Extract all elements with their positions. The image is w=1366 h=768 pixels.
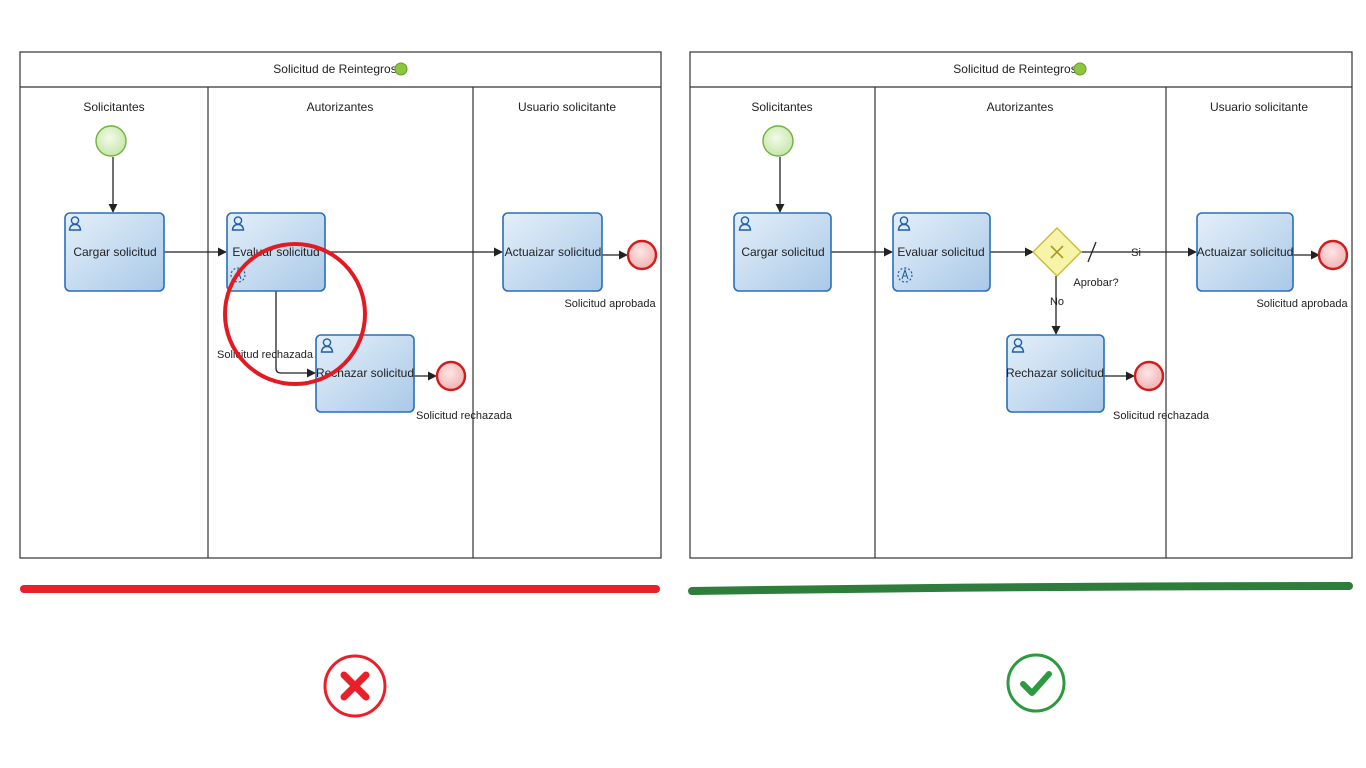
task-label: Actuaizar solicitud — [1197, 245, 1294, 259]
task-label: Cargar solicitud — [73, 245, 156, 259]
task-label: Rechazar solicitud — [1006, 366, 1104, 380]
right-pool-title: Solicitud de Reintegros — [953, 62, 1076, 76]
right-task-evaluar: Evaluar solicitud — [892, 212, 991, 292]
left-diagram: Solicitud de Reintegros Solicitantes Aut… — [19, 51, 662, 559]
right-pool-frame — [689, 51, 1353, 559]
gateway-yes-label: Si — [1131, 247, 1141, 259]
gateway-label: Aprobar? — [1073, 277, 1118, 289]
left-task-evaluar: Evaluar solicitud — [226, 212, 326, 292]
right-end-label-aprobada: Solicitud aprobada — [1256, 298, 1348, 310]
right-task-rechazar: Rechazar solicitud — [1006, 334, 1105, 413]
left-end-label-aprobada: Solicitud aprobada — [564, 298, 656, 310]
status-dot-icon — [1073, 62, 1087, 76]
left-task-actualizar: Actuaizar solicitud — [502, 212, 603, 292]
left-end-label-rechazada: Solicitud rechazada — [416, 410, 513, 422]
right-lane-title-solicitantes: Solicitantes — [751, 100, 812, 114]
left-start-event — [95, 125, 127, 157]
check-icon — [1006, 653, 1066, 713]
task-label: Actuaizar solicitud — [505, 245, 602, 259]
right-start-event — [762, 125, 794, 157]
left-pool-frame — [19, 51, 662, 559]
status-dot-icon — [394, 62, 408, 76]
left-flow-rechazada — [275, 291, 316, 378]
right-lane-title-autorizantes: Autorizantes — [987, 100, 1054, 114]
right-diagram: Solicitud de Reintegros Solicitantes Aut… — [689, 51, 1353, 559]
left-task-cargar: Cargar solicitud — [64, 212, 165, 292]
right-task-cargar: Cargar solicitud — [733, 212, 832, 292]
exclusive-gateway — [1032, 227, 1082, 277]
error-highlight-circle — [223, 242, 367, 386]
left-lane-title-autorizantes: Autorizantes — [307, 100, 374, 114]
cross-icon — [323, 654, 387, 718]
task-label: Cargar solicitud — [741, 245, 824, 259]
left-end-event-aprobada — [626, 239, 658, 271]
right-task-actualizar: Actuaizar solicitud — [1196, 212, 1294, 292]
task-label: Evaluar solicitud — [897, 245, 984, 259]
right-end-event-rechazada — [1133, 360, 1165, 392]
cross-icon — [1050, 245, 1064, 259]
left-end-event-rechazada — [435, 360, 467, 392]
left-lane-title-usuario: Usuario solicitante — [518, 100, 616, 114]
left-pool-title: Solicitud de Reintegros — [273, 62, 396, 76]
gateway-no-label: No — [1050, 296, 1064, 308]
default-flow-marker — [1087, 241, 1097, 263]
right-end-label-rechazada: Solicitud rechazada — [1113, 410, 1210, 422]
right-verdict-bar — [688, 582, 1353, 595]
right-lane-title-usuario: Usuario solicitante — [1210, 100, 1308, 114]
left-flow-label-rechazada: Solicitud rechazada — [217, 349, 314, 361]
ad-hoc-marker-icon — [897, 267, 913, 283]
right-end-event-aprobada — [1317, 239, 1349, 271]
left-lane-title-solicitantes: Solicitantes — [83, 100, 144, 114]
